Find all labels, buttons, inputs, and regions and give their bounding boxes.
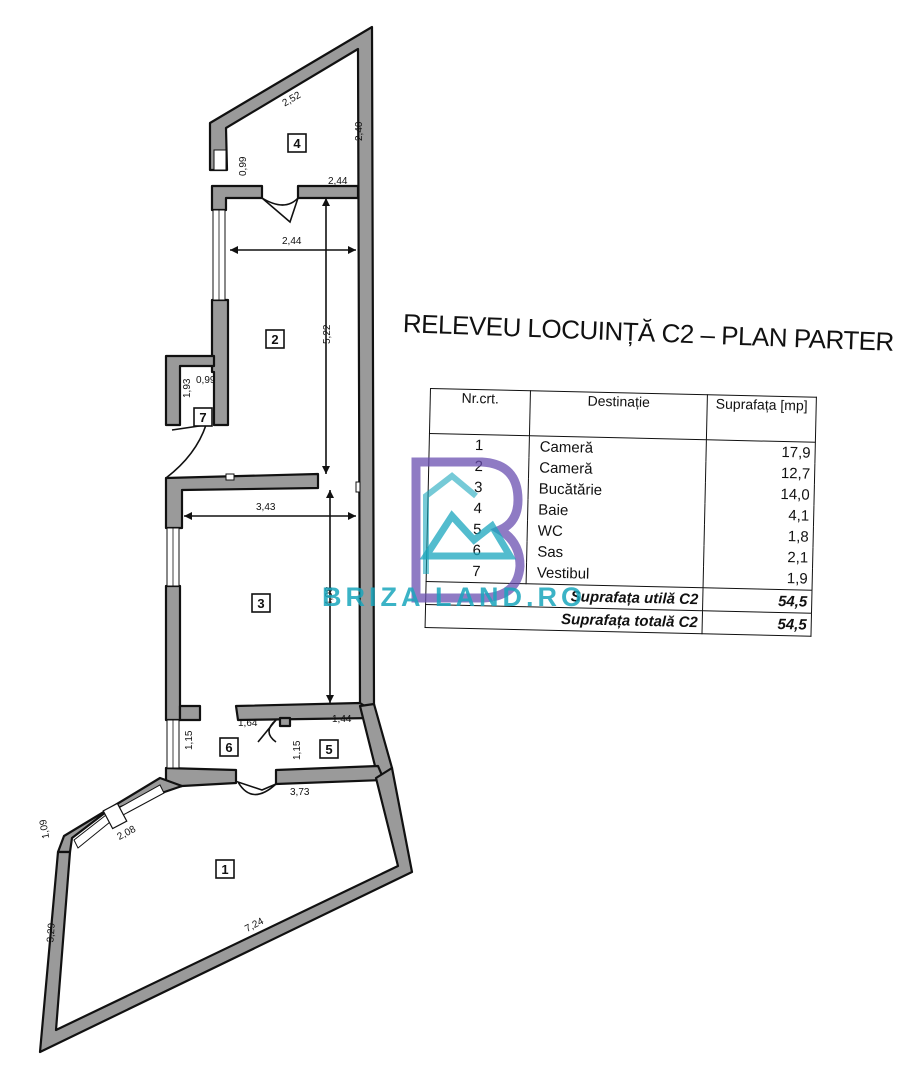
windows	[73, 149, 361, 849]
dim-room1-left: 3,29	[45, 922, 57, 943]
room-label-4: 4	[287, 133, 307, 153]
room-label-3: 3	[251, 593, 271, 613]
total-total-value: 54,5	[701, 610, 812, 637]
svg-text:7: 7	[199, 410, 206, 425]
dim-room1-corner: 1,09	[38, 818, 52, 840]
dim-sas-height: 1,15	[184, 730, 195, 750]
svg-text:1: 1	[221, 862, 228, 877]
svg-text:3: 3	[257, 596, 264, 611]
dim-wc-height: 1,15	[292, 740, 303, 760]
dim-kitchen-width: 3,43	[256, 502, 276, 513]
dim-room2-width: 2,44	[282, 236, 302, 247]
room-label-6: 6	[219, 737, 239, 757]
room-label-2: 2	[265, 329, 285, 349]
room-labels: 4 2 7 3 6 5 1	[193, 133, 339, 879]
dim-vest-width: 0,99	[196, 375, 216, 386]
dim-sas-width: 1,64	[238, 718, 258, 729]
dim-bath-bottom: 2,44	[328, 176, 348, 187]
room-label-5: 5	[319, 739, 339, 759]
dim-bath-left: 0,99	[238, 156, 249, 176]
header-destination: Destinație	[529, 390, 708, 440]
watermark-text: BRIZA LAND.RO	[322, 582, 586, 612]
dim-room1-top: 3,73	[290, 787, 310, 798]
svg-text:4: 4	[293, 136, 301, 151]
svg-text:5: 5	[325, 742, 332, 757]
room-label-1: 1	[215, 859, 235, 879]
dim-room1-window: 2,08	[116, 824, 139, 843]
total-useful-value: 54,5	[702, 587, 813, 614]
dim-bath-right: 2,40	[354, 121, 365, 141]
dimension-lines	[184, 198, 356, 703]
walls	[38, 25, 414, 1054]
svg-text:6: 6	[225, 740, 232, 755]
header-area: Suprafața [mp]	[706, 394, 817, 443]
dim-vest-height: 1,93	[182, 378, 193, 398]
room-label-7: 7	[193, 407, 213, 427]
dim-wc-width: 1,44	[332, 714, 352, 725]
dim-kitchen-height: 4,08	[324, 586, 335, 606]
header-nr: Nr.crt.	[429, 388, 531, 436]
svg-text:2: 2	[271, 332, 278, 347]
dim-room2-height: 5,22	[322, 324, 333, 344]
